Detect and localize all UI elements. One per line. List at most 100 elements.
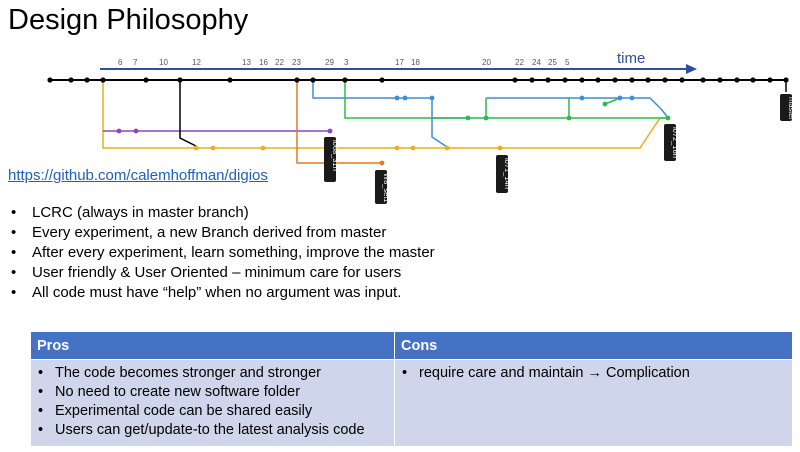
commit-dot — [379, 160, 385, 166]
purple-commits — [116, 128, 333, 134]
tick-label: 18 — [411, 58, 420, 67]
tag-label: l072_16h — [671, 127, 680, 158]
commit-dot — [717, 77, 723, 83]
orange-commits — [379, 160, 385, 166]
tick-label: 29 — [325, 58, 334, 67]
tick-label: 17 — [395, 58, 404, 67]
pros-item: The code becomes stronger and stronger — [37, 364, 388, 383]
tick-label: 12 — [192, 58, 201, 67]
bullet-item: After every experiment, learn something,… — [8, 243, 435, 263]
commit-dot — [68, 77, 74, 83]
pros-item: No need to create new software folder — [37, 383, 388, 402]
tick-label: 16 — [259, 58, 268, 67]
commit-dot — [379, 77, 385, 83]
page-title: Design Philosophy — [8, 4, 249, 36]
commit-dot — [429, 95, 435, 101]
tick-label: 5 — [565, 58, 570, 67]
commit-dot — [562, 77, 568, 83]
commit-dot — [483, 115, 489, 121]
commit-dot — [444, 145, 450, 151]
commit-dot — [750, 77, 756, 83]
commit-dot — [310, 77, 316, 83]
yellow-branch-line — [102, 80, 668, 149]
tag-label: l068_31h — [331, 140, 340, 171]
commit-dot — [497, 145, 503, 151]
commit-dot — [465, 115, 471, 121]
tag-bg — [324, 137, 336, 182]
commit-dot — [133, 128, 139, 134]
commit-dot — [294, 77, 300, 83]
tick-label: 25 — [548, 58, 557, 67]
commit-dot — [629, 95, 635, 101]
commit-dot — [662, 77, 668, 83]
cons-cell: require care and maintain → Complication — [394, 359, 793, 447]
tick-label: 3 — [344, 58, 349, 67]
commit-dot — [700, 77, 706, 83]
tick-labels: 6 7 10 12 13 16 22 23 29 3 17 18 20 22 2… — [118, 58, 570, 67]
commit-dot — [783, 77, 789, 83]
commit-dot — [84, 77, 90, 83]
tag-bg — [375, 170, 387, 204]
tick-label: 10 — [159, 58, 168, 67]
commit-dot — [227, 77, 233, 83]
tick-label: 24 — [532, 58, 541, 67]
cons-header: Cons — [394, 331, 793, 360]
commit-dot — [116, 128, 122, 134]
commit-dot — [595, 77, 601, 83]
tag-l072-16h: l072_16h — [664, 124, 680, 161]
bullet-item: LCRC (always in master branch) — [8, 203, 435, 223]
tick-label: 22 — [275, 58, 284, 67]
commit-dot — [602, 101, 608, 107]
commit-dot — [629, 77, 635, 83]
cons-list: require care and maintain → Complication — [401, 364, 786, 383]
commit-dot — [665, 115, 671, 121]
bullet-item: All code must have “help” when no argume… — [8, 283, 435, 303]
tick-label: 6 — [118, 58, 123, 67]
tag-bg — [664, 124, 676, 161]
pros-cons-table: Pros Cons The code becomes stronger and … — [30, 331, 793, 447]
commit-dot — [529, 77, 535, 83]
tag-w8-set1: W8_set1 — [375, 170, 391, 204]
commit-dot — [210, 145, 216, 151]
blue-branch-line — [312, 80, 669, 148]
master-commits — [47, 77, 789, 83]
commit-dot — [342, 77, 348, 83]
commit-dot — [47, 77, 53, 83]
pros-item: Users can get/update-to the latest analy… — [37, 421, 388, 440]
green-branch-line — [344, 80, 668, 119]
orange-branch-line — [296, 80, 382, 164]
tag-l068-31h: l068_31h — [324, 137, 340, 182]
commit-dot — [193, 145, 199, 151]
repo-link[interactable]: https://github.com/calemhoffman/digios — [8, 167, 268, 184]
time-label: time — [617, 50, 645, 67]
tag-label: master — [787, 97, 796, 120]
bullet-item: User friendly & User Oriented – minimum … — [8, 263, 435, 283]
commit-dot — [260, 145, 266, 151]
tag-bg — [496, 155, 508, 193]
pros-cell: The code becomes stronger and stronger N… — [30, 359, 395, 447]
commit-dot — [327, 128, 333, 134]
commit-dot — [612, 77, 618, 83]
black-branch-line — [179, 80, 197, 147]
cons-item: require care and maintain → Complication — [401, 364, 786, 383]
commit-dot — [579, 95, 585, 101]
commit-dot — [579, 77, 585, 83]
commit-dot — [394, 95, 400, 101]
tick-label: 23 — [292, 58, 301, 67]
commit-dot — [100, 77, 106, 83]
pros-item: Experimental code can be shared easily — [37, 402, 388, 421]
tick-label: 13 — [242, 58, 251, 67]
commit-dot — [767, 77, 773, 83]
commit-dot — [545, 77, 551, 83]
time-arrow-head — [686, 64, 697, 74]
tag-bg — [780, 94, 792, 121]
blue-commits — [394, 95, 635, 101]
pros-header: Pros — [30, 331, 395, 360]
tag-label: l071_14h — [503, 158, 512, 189]
tick-label: 22 — [515, 58, 524, 67]
tick-label: 20 — [482, 58, 491, 67]
commit-dot — [734, 77, 740, 83]
commit-dot — [402, 95, 408, 101]
commit-dot — [679, 77, 685, 83]
tag-label: W8_set1 — [382, 173, 391, 203]
